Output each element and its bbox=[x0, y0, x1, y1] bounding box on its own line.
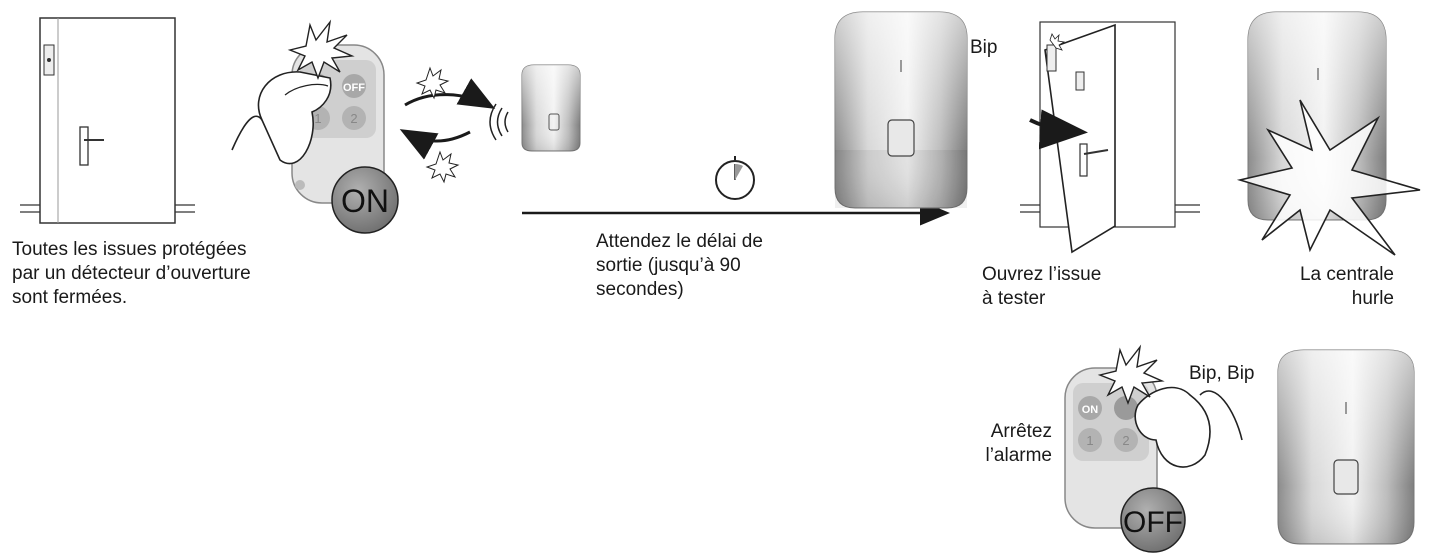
off-badge-icon bbox=[1120, 487, 1186, 553]
caption-doors-closed: Toutes les issues protégées par un détec… bbox=[12, 239, 251, 308]
closed-door-icon bbox=[20, 17, 195, 224]
caption-siren: La centrale hurle bbox=[1299, 264, 1394, 309]
remote-off-key-2-label: 2 bbox=[1122, 433, 1129, 448]
remote-hand-off-icon: ON 1 2 bbox=[1064, 344, 1243, 529]
remote-off-key-label: OFF bbox=[343, 82, 365, 94]
press-burst-off-icon bbox=[1097, 344, 1165, 405]
clock-icon bbox=[715, 156, 755, 200]
caption-open-door: Ouvrez l’issue à tester bbox=[982, 264, 1102, 309]
remote-key-1-label: 1 bbox=[314, 111, 321, 126]
sound-beep-beep-label: Bip, Bip bbox=[1189, 363, 1255, 384]
siren-burst-icon bbox=[1236, 99, 1421, 256]
off-badge-label: OFF bbox=[1123, 506, 1183, 539]
on-badge-icon bbox=[331, 166, 399, 234]
central-unit-large-icon bbox=[834, 11, 968, 209]
central-unit-siren-icon bbox=[1236, 11, 1421, 256]
remote-hand-on-icon: OFF 1 2 bbox=[231, 19, 385, 204]
caption-exit-delay: Attendez le délai de sortie (jusqu’à 90 … bbox=[596, 231, 763, 300]
radio-exchange-arrows-icon bbox=[399, 66, 509, 184]
central-unit-stopped-icon bbox=[1277, 349, 1415, 545]
open-door-icon bbox=[1020, 21, 1200, 254]
press-burst-icon bbox=[287, 19, 355, 80]
remote-off-key-1-label: 1 bbox=[1086, 433, 1093, 448]
on-badge-label: ON bbox=[341, 183, 389, 219]
remote-on-key-label: ON bbox=[1082, 404, 1099, 416]
caption-stop-alarm: Arrêtez l’alarme bbox=[985, 421, 1052, 466]
sound-beep-label: Bip bbox=[970, 37, 998, 58]
remote-key-2-label: 2 bbox=[350, 111, 357, 126]
central-unit-small-icon bbox=[521, 64, 581, 152]
